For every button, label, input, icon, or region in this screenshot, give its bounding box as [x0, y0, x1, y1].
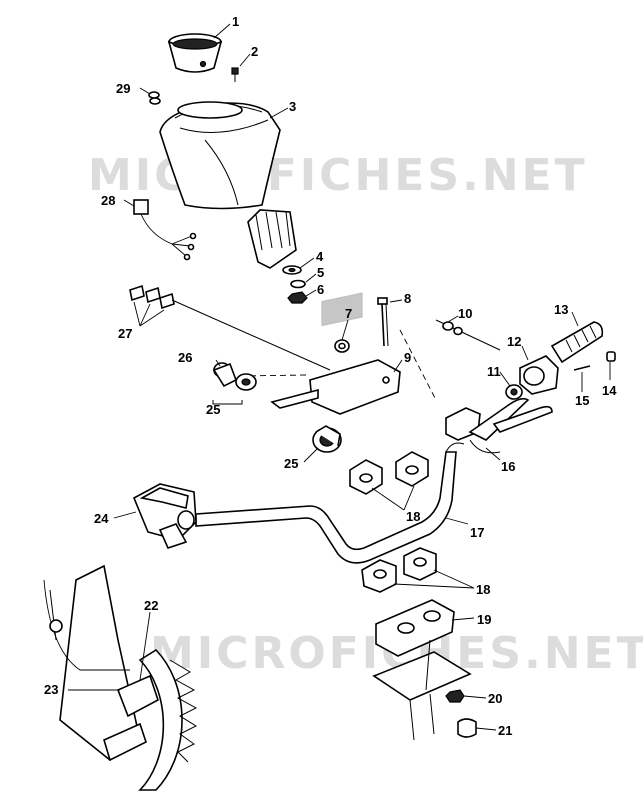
part-13-grip	[550, 321, 604, 364]
part-6-nut	[287, 291, 308, 304]
leader-lines	[68, 23, 611, 731]
callout-16: 16	[501, 459, 515, 474]
callout-27: 27	[118, 326, 132, 341]
callout-18-lower: 18	[476, 582, 490, 597]
part-steering-plate	[372, 639, 472, 741]
part-5-washer	[290, 279, 306, 289]
part-15-screw	[573, 365, 591, 371]
part-28-harness	[133, 199, 197, 261]
callout-23: 23	[44, 682, 58, 697]
callout-20: 20	[488, 691, 502, 706]
callout-10: 10	[458, 306, 472, 321]
callout-26: 26	[178, 350, 192, 365]
part-7-grommet	[334, 339, 350, 353]
part-14-end-cap	[606, 351, 616, 362]
part-18-upper-clamps	[349, 451, 429, 495]
callout-13: 13	[554, 302, 568, 317]
callout-14: 14	[602, 383, 617, 398]
callout-18-upper: 18	[406, 509, 420, 524]
part-17-handlebar	[195, 442, 465, 564]
callout-15: 15	[575, 393, 589, 408]
part-headlight-bracket	[247, 209, 297, 269]
part-24-switch-assembly	[132, 483, 197, 549]
part-16-brake-lever	[445, 397, 553, 454]
part-10-cable	[435, 319, 501, 351]
callout-1: 1	[232, 14, 239, 29]
part-9-mount-plate	[270, 292, 401, 415]
callout-28: 28	[101, 193, 115, 208]
callout-7: 7	[345, 306, 352, 321]
part-3-cover	[159, 101, 281, 210]
part-2-screw	[231, 67, 239, 82]
part-4-washer	[282, 265, 302, 275]
part-19-riser-block	[375, 599, 455, 657]
part-brake-assembly	[43, 564, 198, 791]
part-29-nut	[148, 91, 161, 105]
part-20-nut	[445, 689, 465, 703]
callout-22: 22	[144, 598, 158, 613]
part-12-throttle-housing	[519, 355, 559, 395]
part-27-switch	[129, 284, 331, 371]
callout-21: 21	[498, 723, 512, 738]
callout-6: 6	[317, 282, 324, 297]
callout-11: 11	[487, 364, 501, 379]
callout-5: 5	[317, 265, 324, 280]
callout-29: 29	[116, 81, 130, 96]
callout-25-upper: 25	[206, 402, 220, 417]
part-25-light-switch	[312, 425, 342, 453]
callout-24: 24	[94, 511, 109, 526]
callout-2: 2	[251, 44, 258, 59]
part-18-lower-clamps	[361, 547, 437, 593]
callout-8: 8	[404, 291, 411, 306]
callout-17: 17	[470, 525, 484, 540]
callout-3: 3	[289, 99, 296, 114]
part-11-spacer	[505, 384, 523, 400]
part-1-gauge-cup	[167, 33, 223, 73]
callout-19: 19	[477, 612, 491, 627]
callout-25-lower: 25	[284, 456, 298, 471]
part-21-nut	[457, 718, 477, 738]
callout-4: 4	[316, 249, 324, 264]
callout-9: 9	[404, 350, 411, 365]
part-26-key-switch	[212, 362, 257, 405]
watermark-top: MICROFICHES.NET	[88, 150, 588, 201]
callout-12: 12	[507, 334, 521, 349]
part-8-bolt	[377, 297, 389, 347]
